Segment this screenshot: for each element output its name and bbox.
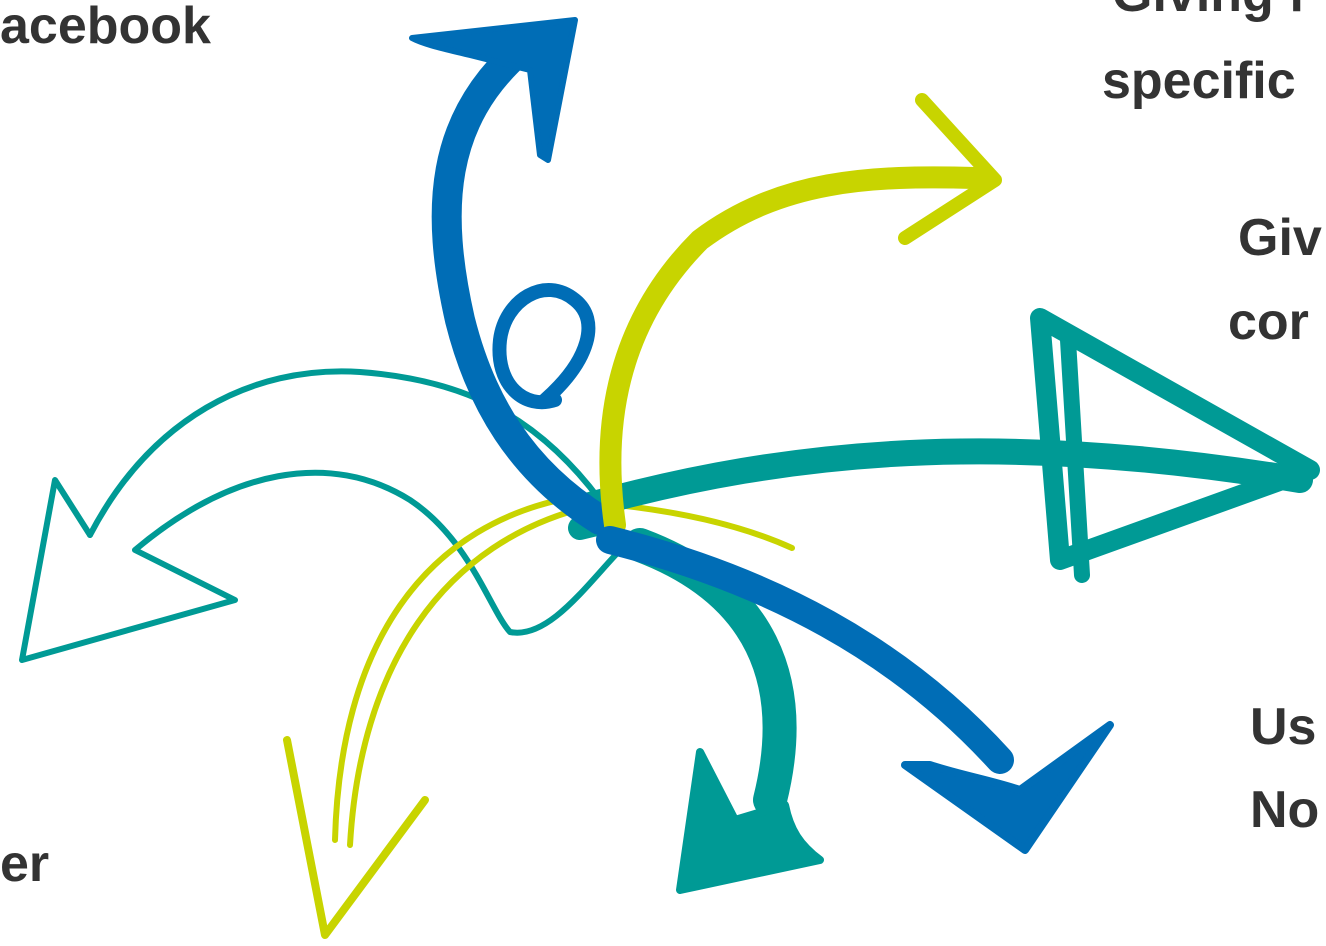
label-giving-line1: Giving f: [1112, 0, 1306, 26]
lime-arrow-up-right: [599, 93, 1002, 536]
label-giv-line2: cor: [1228, 293, 1309, 351]
label-giving-line2: specific: [1102, 52, 1296, 110]
label-facebook: acebook: [0, 0, 211, 55]
teal-thick-arrow-right: [568, 308, 1320, 583]
label-er: er: [0, 835, 50, 893]
label-giv-line1: Giv: [1238, 209, 1322, 267]
label-us-line1: Us: [1250, 698, 1317, 756]
blue-arrow-down-right: [596, 526, 1114, 854]
teal-thin-arrow-left: [19, 368, 628, 663]
label-us-line2: No: [1250, 781, 1320, 839]
blue-loop-arrow-up: [409, 17, 615, 535]
